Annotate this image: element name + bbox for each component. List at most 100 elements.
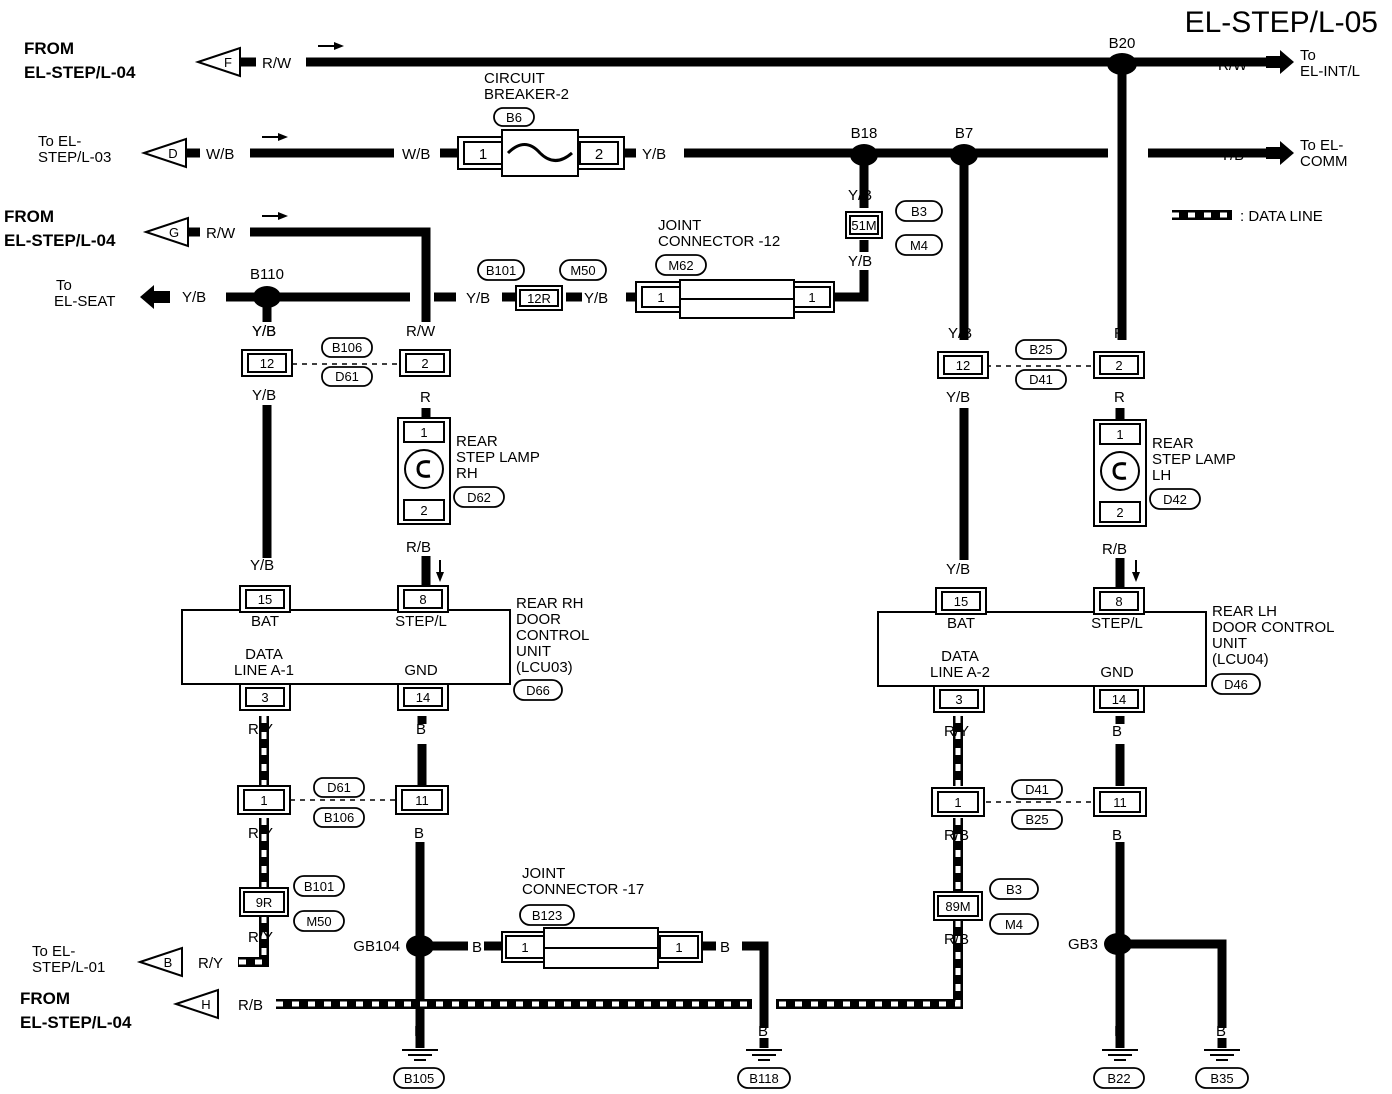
svg-text:R/W: R/W xyxy=(1218,57,1248,74)
svg-text:Y/B: Y/B xyxy=(182,289,206,306)
svg-text:To EL-: To EL- xyxy=(32,943,75,960)
svg-text:STEP/L-03: STEP/L-03 xyxy=(38,149,111,166)
svg-text:G: G xyxy=(169,225,179,240)
svg-text:B: B xyxy=(1114,1023,1124,1040)
svg-text:DOOR: DOOR xyxy=(516,611,561,628)
svg-text:STEP/L-01: STEP/L-01 xyxy=(32,959,105,976)
svg-text:: DATA LINE: : DATA LINE xyxy=(1240,208,1323,225)
svg-text:R/W: R/W xyxy=(406,323,436,340)
flow-arrows xyxy=(262,42,1140,582)
svg-text:To EL-: To EL- xyxy=(38,133,81,150)
svg-text:B: B xyxy=(1216,1023,1226,1040)
svg-text:STEP LAMP: STEP LAMP xyxy=(456,449,540,466)
connector-rh-12: Y/B 12 Y/B xyxy=(241,323,293,404)
svg-text:15: 15 xyxy=(258,592,272,607)
svg-text:R/B: R/B xyxy=(1102,541,1127,558)
svg-text:B: B xyxy=(472,939,482,956)
svg-text:EL-INT/L: EL-INT/L xyxy=(1300,63,1360,80)
svg-text:12R: 12R xyxy=(527,291,551,306)
svg-text:R/W: R/W xyxy=(206,225,236,242)
splice-gb104: GB104 B xyxy=(353,935,482,957)
svg-text:14: 14 xyxy=(1112,692,1126,707)
svg-text:REAR RH: REAR RH xyxy=(516,595,584,612)
upper-wire-labels: Y/B xyxy=(252,323,276,340)
splice-b110: B110 xyxy=(250,266,284,308)
svg-text:Y/B: Y/B xyxy=(946,561,970,578)
svg-text:11: 11 xyxy=(415,793,429,808)
svg-text:B22: B22 xyxy=(1107,1071,1130,1086)
svg-text:BREAKER-2: BREAKER-2 xyxy=(484,86,569,103)
svg-text:STEP/L: STEP/L xyxy=(395,613,447,630)
svg-text:Y/B: Y/B xyxy=(1220,147,1244,164)
svg-text:M62: M62 xyxy=(668,258,693,273)
to-ref-d[interactable]: To EL- STEP/L-03 D W/B xyxy=(38,133,234,169)
svg-text:B123: B123 xyxy=(532,908,562,923)
connector-ids-b25-d41: B25 D41 xyxy=(1015,339,1067,390)
ground-b35: B B35 xyxy=(1195,1023,1249,1089)
svg-text:B: B xyxy=(414,825,424,842)
svg-text:8: 8 xyxy=(419,592,426,607)
from-ref-g[interactable]: FROM EL-STEP/L-04 G R/W xyxy=(4,207,236,250)
connector-lh-1: 1 R/B xyxy=(931,787,985,844)
svg-text:B3: B3 xyxy=(1006,882,1022,897)
svg-text:CONTROL: CONTROL xyxy=(516,627,589,644)
svg-text:1: 1 xyxy=(808,290,815,305)
svg-text:3: 3 xyxy=(261,690,268,705)
svg-text:GND: GND xyxy=(1100,664,1134,681)
from-ref-f[interactable]: FROM EL-STEP/L-04 F R/W xyxy=(24,39,292,82)
to-el-int-l[interactable]: R/W To EL-INT/L xyxy=(1218,47,1360,80)
connector-ids-b106-d61: B106 D61 xyxy=(321,337,373,387)
to-ref-b[interactable]: To EL- STEP/L-01 B R/Y xyxy=(32,943,223,978)
svg-text:12: 12 xyxy=(260,356,274,371)
svg-text:(LCU04): (LCU04) xyxy=(1212,651,1269,668)
svg-text:B20: B20 xyxy=(1109,35,1136,52)
svg-text:R: R xyxy=(1114,389,1125,406)
data-lines xyxy=(238,716,963,1009)
svg-text:To: To xyxy=(1300,47,1316,64)
svg-text:B101: B101 xyxy=(304,879,334,894)
svg-text:11: 11 xyxy=(1113,795,1127,810)
svg-text:To EL-: To EL- xyxy=(1300,137,1343,154)
to-el-comm[interactable]: Y/B To EL- COMM xyxy=(1220,137,1348,170)
svg-text:R: R xyxy=(420,389,431,406)
to-el-seat[interactable]: To EL-SEAT Y/B xyxy=(54,277,206,310)
connector-lh-2: R 2 R xyxy=(1093,325,1145,406)
svg-text:R/B: R/B xyxy=(944,931,969,948)
ground-b22: B B22 xyxy=(1093,1023,1145,1089)
svg-text:B106: B106 xyxy=(324,810,354,825)
svg-text:GND: GND xyxy=(404,662,438,679)
svg-text:D66: D66 xyxy=(526,683,550,698)
rear-step-lamp-lh: 1 2 REAR STEP LAMP LH D42 R/B xyxy=(1093,419,1236,558)
svg-text:R/Y: R/Y xyxy=(248,929,273,946)
svg-text:2: 2 xyxy=(1115,358,1122,373)
splice-gb3: GB3 xyxy=(1068,933,1132,955)
svg-text:B25: B25 xyxy=(1025,812,1048,827)
svg-text:Y/B: Y/B xyxy=(252,323,276,340)
svg-text:H: H xyxy=(201,997,210,1012)
connector-51m: Y/B 51M Y/B B3 M4 xyxy=(845,187,943,270)
rear-lh-door-control-unit: Y/B 15 8 BAT STEP/L DATA LINE A-2 GND 3 … xyxy=(877,561,1335,740)
svg-text:8: 8 xyxy=(1115,594,1122,609)
svg-text:EL-SEAT: EL-SEAT xyxy=(54,293,115,310)
connector-lh-12: Y/B 12 Y/B xyxy=(937,325,989,406)
svg-text:B18: B18 xyxy=(851,125,878,142)
svg-text:89M: 89M xyxy=(945,899,970,914)
svg-text:Y/B: Y/B xyxy=(252,387,276,404)
svg-text:EL-STEP/L-04: EL-STEP/L-04 xyxy=(20,1013,132,1032)
connector-rh-1: 1 R/Y xyxy=(237,785,291,842)
rear-step-lamp-rh: 1 2 REAR STEP LAMP RH D62 R/B xyxy=(397,417,540,556)
svg-text:REAR: REAR xyxy=(456,433,498,450)
svg-text:JOINT: JOINT xyxy=(658,217,701,234)
ground-b105: B B105 xyxy=(393,1023,445,1089)
svg-text:1: 1 xyxy=(1116,427,1123,442)
svg-text:B: B xyxy=(416,721,426,738)
svg-text:CONNECTOR -17: CONNECTOR -17 xyxy=(522,881,644,898)
svg-text:D42: D42 xyxy=(1163,492,1187,507)
svg-text:JOINT: JOINT xyxy=(522,865,565,882)
splice-b20: B20 xyxy=(1107,35,1137,75)
from-ref-h[interactable]: FROM EL-STEP/L-04 H R/B xyxy=(20,988,263,1032)
svg-text:W/B: W/B xyxy=(206,146,234,163)
svg-text:Y/B: Y/B xyxy=(252,323,276,340)
svg-text:BAT: BAT xyxy=(947,615,975,632)
svg-text:Y/B: Y/B xyxy=(848,187,872,204)
